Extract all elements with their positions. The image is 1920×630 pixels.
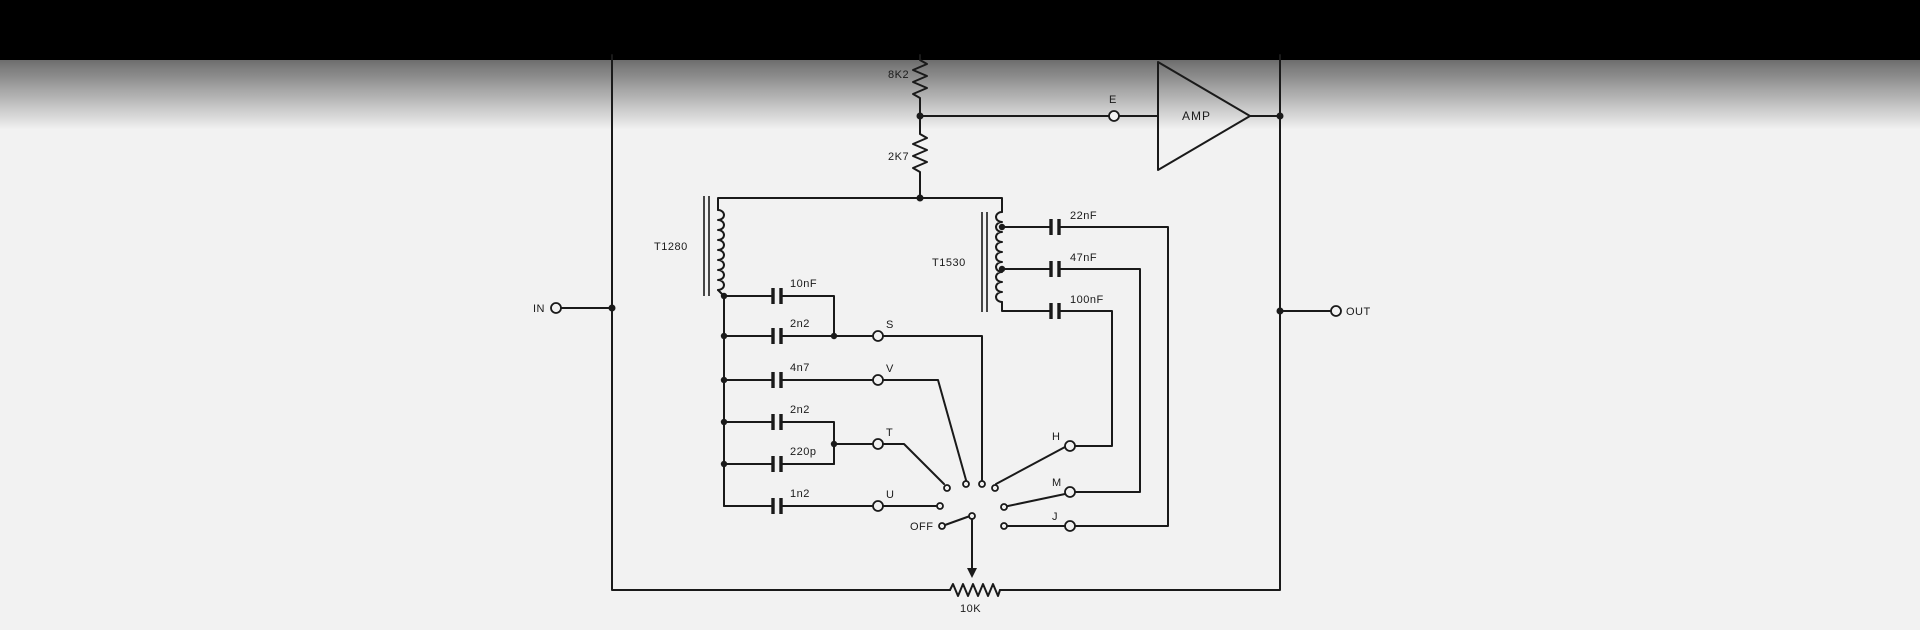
resistor-8k2-label: 8K2 bbox=[888, 69, 909, 81]
resistor-2k7: 2K7 bbox=[888, 115, 928, 199]
switch-position-t[interactable]: T bbox=[833, 427, 951, 492]
output-terminal[interactable]: OUT bbox=[1276, 305, 1371, 318]
cap-47nf-label: 47nF bbox=[1070, 252, 1097, 264]
transformer-t1530: T1530 bbox=[932, 211, 1003, 312]
switch-s-label: S bbox=[886, 319, 894, 331]
cap-2n2-top-label: 2n2 bbox=[790, 318, 810, 330]
transformer-feed-wire bbox=[717, 197, 1003, 213]
resistor-2k7-label: 2K7 bbox=[888, 151, 909, 163]
t1280-label: T1280 bbox=[654, 241, 688, 253]
in-label: IN bbox=[533, 303, 545, 315]
capacitor-4n7: 4n7 bbox=[723, 362, 873, 388]
capacitor-10nf: 10nF bbox=[723, 278, 835, 337]
switch-t-label: T bbox=[886, 427, 893, 439]
capacitor-2n2-top: 2n2 bbox=[723, 318, 873, 344]
capacitor-220p: 220p bbox=[723, 446, 835, 472]
capacitor-47nf: 47nF bbox=[998, 252, 1141, 493]
capacitor-22nf: 22nF bbox=[998, 210, 1169, 527]
switch-position-m[interactable]: M bbox=[1000, 477, 1076, 511]
node-e-label: E bbox=[1109, 94, 1117, 106]
node-e: E bbox=[919, 94, 1159, 122]
outer-frame-wires bbox=[611, 54, 1281, 591]
switch-wiper[interactable] bbox=[967, 512, 977, 578]
amplifier: AMP bbox=[1157, 61, 1284, 171]
switch-v-label: V bbox=[886, 363, 894, 375]
top-shadow bbox=[0, 60, 1920, 130]
switch-u-label: U bbox=[886, 489, 894, 501]
switch-position-s[interactable]: S bbox=[872, 319, 986, 488]
switch-m-label: M bbox=[1052, 477, 1062, 489]
switch-off-label: OFF bbox=[910, 521, 934, 533]
switch-position-off[interactable]: OFF bbox=[910, 515, 971, 533]
transformer-t1280: T1280 bbox=[654, 196, 725, 297]
capacitor-100nf: 100nF bbox=[1001, 294, 1113, 447]
cap-100nf-label: 100nF bbox=[1070, 294, 1104, 306]
top-bar bbox=[0, 0, 1920, 60]
resistor-8k2: 8K2 bbox=[888, 54, 928, 117]
out-label: OUT bbox=[1346, 306, 1371, 318]
potentiometer-10k[interactable]: 10K bbox=[949, 583, 1001, 615]
cap-22nf-label: 22nF bbox=[1070, 210, 1097, 222]
input-terminal[interactable]: IN bbox=[533, 302, 616, 315]
cap-1n2-label: 1n2 bbox=[790, 488, 810, 500]
switch-position-h[interactable]: H bbox=[991, 431, 1076, 492]
cap-220p-label: 220p bbox=[790, 446, 816, 458]
switch-position-v[interactable]: V bbox=[872, 363, 970, 488]
pot-10k-label: 10K bbox=[960, 603, 981, 615]
t1530-label: T1530 bbox=[932, 257, 966, 269]
capacitor-2n2-bottom: 2n2 bbox=[723, 404, 838, 465]
cap-4n7-label: 4n7 bbox=[790, 362, 810, 374]
amp-label: AMP bbox=[1182, 109, 1211, 123]
switch-j-label: J bbox=[1052, 511, 1058, 523]
switch-position-j[interactable]: J bbox=[1000, 511, 1076, 532]
cap-10nf-label: 10nF bbox=[790, 278, 817, 290]
switch-h-label: H bbox=[1052, 431, 1060, 443]
left-capacitor-bus bbox=[720, 292, 728, 507]
capacitor-1n2: 1n2 bbox=[723, 488, 873, 514]
switch-position-u[interactable]: U bbox=[872, 489, 944, 512]
cap-2n2-bottom-label: 2n2 bbox=[790, 404, 810, 416]
